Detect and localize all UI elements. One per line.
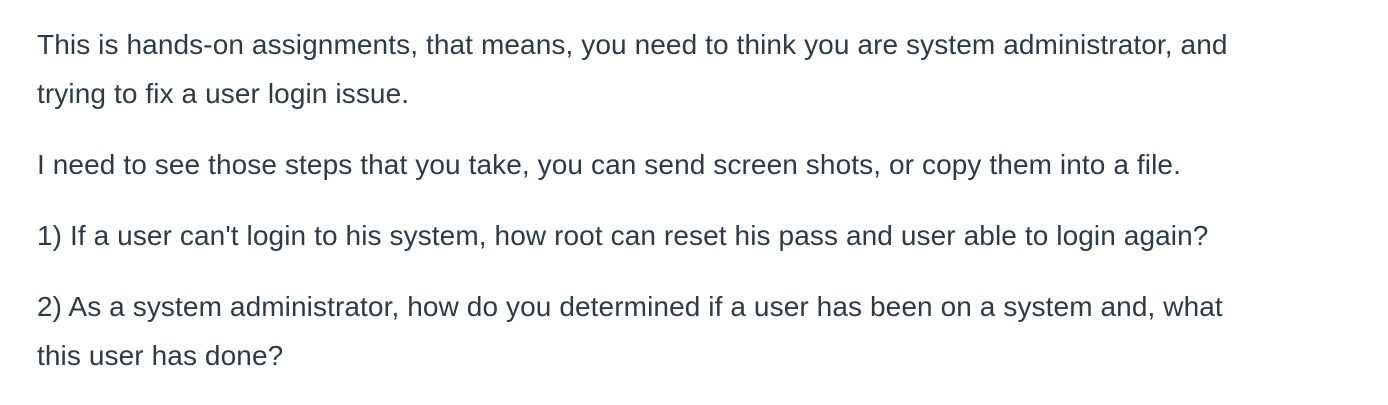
paragraph-question-2: 2) As a system administrator, how do you… — [37, 291, 1223, 371]
paragraph-instructions: I need to see those steps that you take,… — [37, 149, 1181, 180]
paragraph-intro: This is hands-on assignments, that means… — [37, 29, 1228, 109]
paragraph-question-1: 1) If a user can't login to his system, … — [37, 220, 1209, 251]
